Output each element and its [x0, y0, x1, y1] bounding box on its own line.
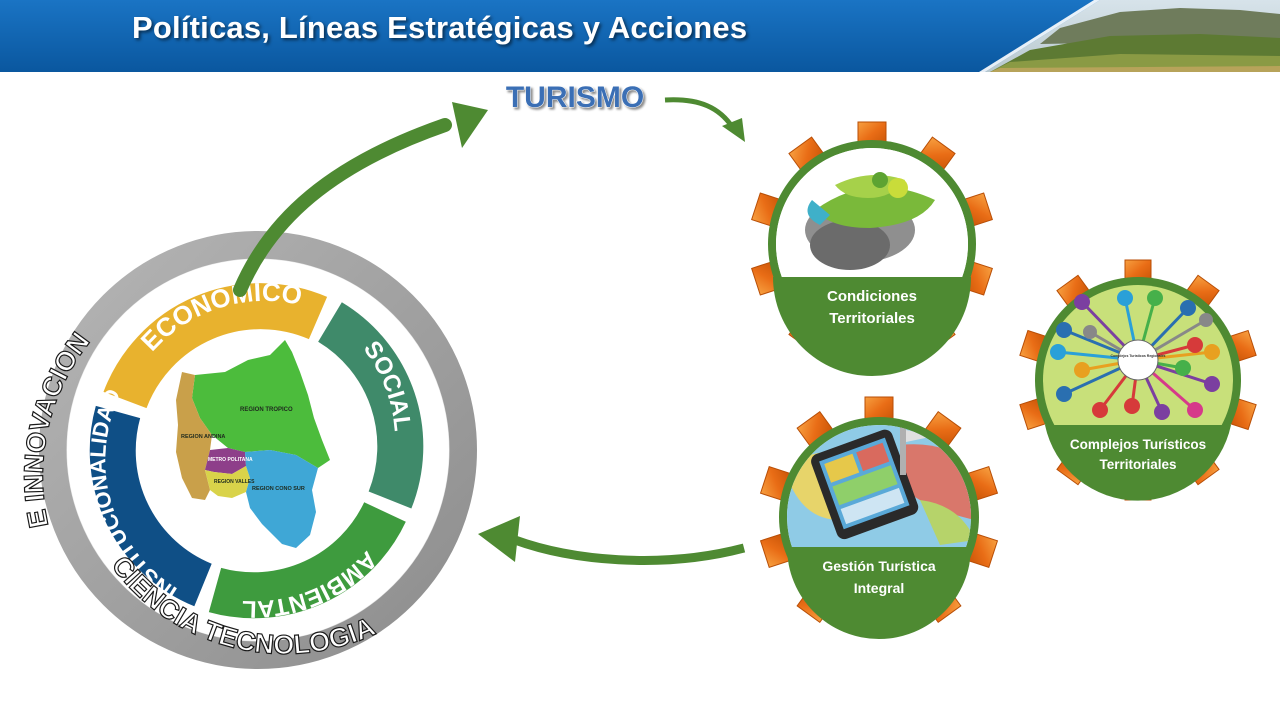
gear-label-line1: Condiciones: [827, 288, 917, 305]
segment-social: [317, 302, 424, 509]
header-background: [0, 0, 1280, 72]
arrow-wheel-to-turismo-head: [452, 102, 488, 148]
segment-economico: [103, 283, 328, 409]
gear-label-line1: Gestión Turística: [822, 558, 936, 574]
network-center-label: Complejos Turísticos Regionales: [1111, 354, 1166, 358]
map-region-cono-sur: [245, 450, 318, 548]
map-label-andina: REGION ANDINA: [181, 434, 225, 440]
map-label-valles: REGION VALLES: [214, 479, 255, 485]
segment-ambiental: [208, 501, 406, 619]
region-map: REGION TROPICO REGION ANDINA METRO POLIT…: [176, 340, 330, 548]
network-icons-image: Complejos Turísticos Regionales: [1050, 290, 1220, 420]
arrow-gears-to-wheel-head: [478, 516, 520, 562]
gear-condiciones-territoriales: Condiciones Territoriales: [751, 121, 993, 376]
header-banner: Políticas, Líneas Estratégicas y Accione…: [0, 0, 1280, 72]
map-label-tropico: REGION TROPICO: [240, 407, 293, 413]
policy-wheel: ECONÓMICO SOCIAL AMBIENTAL INSTITUCIONAL…: [18, 231, 477, 669]
gear-complejos-turisticos: Complejos Turísticos Regionales Complejo…: [1019, 259, 1257, 501]
segment-institucionalidad: [89, 405, 213, 607]
gear-label-line1: Complejos Turísticos: [1070, 437, 1206, 452]
arrow-turismo-to-gears: [664, 97, 736, 130]
gear-gestion-turistica: Gestión Turística Integral: [759, 396, 999, 639]
flow-arrows: [233, 97, 746, 565]
map-region-tropico: [192, 340, 330, 468]
map-label-metropolitana: METRO POLITANA: [208, 457, 253, 463]
map-label-cono-sur: REGION CONO SUR: [252, 486, 305, 492]
gear-label-line2: Territoriales: [829, 310, 915, 327]
landscape-photo: [985, 0, 1280, 72]
page-title: Políticas, Líneas Estratégicas y Accione…: [132, 10, 748, 45]
turismo-title: TURISMO: [506, 81, 644, 114]
map-region-metropolitana: [205, 448, 246, 474]
arrow-wheel-to-turismo: [233, 118, 452, 297]
arrow-gears-to-wheel: [513, 535, 746, 565]
arrow-turismo-to-gears-head: [722, 118, 745, 142]
gear-label-line2: Integral: [854, 580, 905, 596]
gear-label-line2: Territoriales: [1099, 457, 1176, 472]
map-region-valles: [205, 466, 250, 498]
map-region-andina: [176, 372, 212, 500]
floating-island-image: [776, 148, 968, 280]
